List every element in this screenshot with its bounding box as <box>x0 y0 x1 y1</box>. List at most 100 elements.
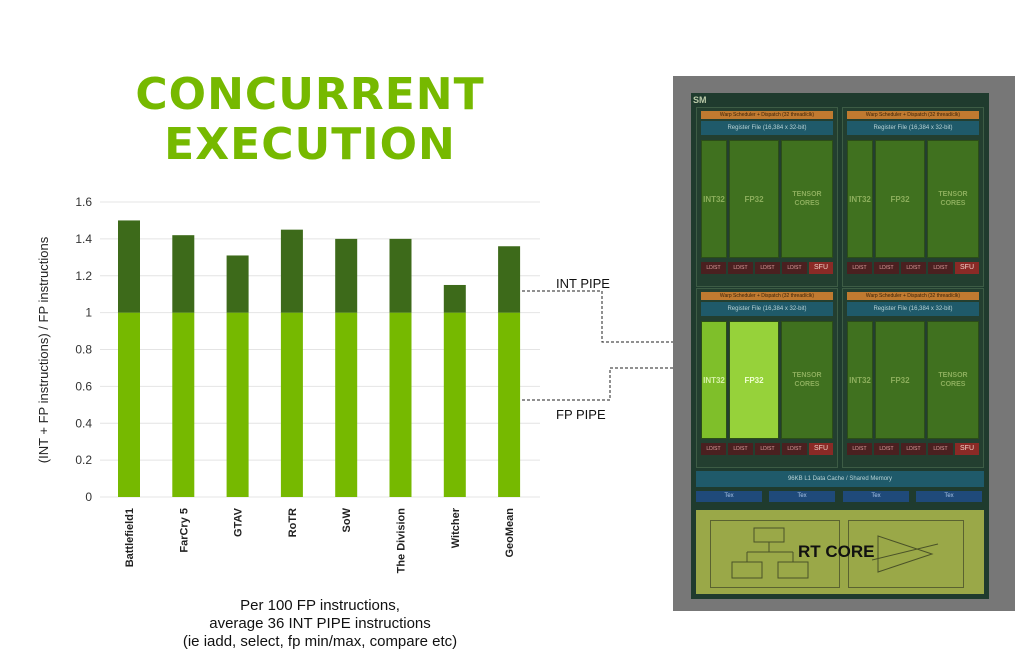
bar-int-3 <box>280 229 303 313</box>
ldst-unit: LD/ST <box>874 443 899 455</box>
ldst-unit: LD/ST <box>847 443 872 455</box>
ldst-unit: LD/ST <box>728 443 753 455</box>
sm-label: SM <box>693 95 707 105</box>
warp-scheduler: Warp Scheduler + Dispatch (32 thread/clk… <box>701 111 833 119</box>
bar-int-1 <box>172 235 195 313</box>
bar-int-2 <box>226 255 249 313</box>
x-tick-label: FarCry 5 <box>178 508 190 553</box>
bar-fp-3 <box>280 312 303 497</box>
ldst-unit: LD/ST <box>755 262 780 274</box>
bar-int-5 <box>389 238 412 313</box>
caption-line-3: (ie iadd, select, fp min/max, compare et… <box>182 633 458 650</box>
fp32-unit: FP32 <box>875 140 925 258</box>
rt-core-block <box>696 510 984 594</box>
caption-line-1: Per 100 FP instructions, <box>240 597 400 614</box>
bar-fp-0 <box>118 312 140 497</box>
x-tick-label: The Division <box>396 508 408 574</box>
processing-block-4: Warp Scheduler + Dispatch (32 thread/clk… <box>842 288 984 468</box>
y-tick-label: 0.4 <box>75 416 92 430</box>
fp-pipe-label: FP PIPE <box>556 407 606 422</box>
tex-unit-3: Tex <box>843 491 909 502</box>
bar-int-0 <box>118 220 140 313</box>
ldst-unit: LD/ST <box>901 443 926 455</box>
bar-fp-6 <box>443 312 466 497</box>
int32-unit: INT32 <box>847 321 873 439</box>
x-tick-label: GTAV <box>233 507 245 537</box>
warp-scheduler: Warp Scheduler + Dispatch (32 thread/clk… <box>847 292 979 300</box>
bvh-tree-icon <box>731 527 809 579</box>
bar-int-6 <box>443 284 466 313</box>
ldst-unit: LD/ST <box>782 443 807 455</box>
sfu-unit: SFU <box>955 443 979 455</box>
y-tick-labels: 00.20.40.60.811.21.41.6 <box>75 195 92 504</box>
rt-core-label: RT CORE <box>798 542 875 561</box>
tensor-cores-unit: TENSOR CORES <box>927 321 979 439</box>
ldst-unit: LD/ST <box>728 262 753 274</box>
register-file: Register File (16,384 x 32-bit) <box>847 121 979 135</box>
page-title: CONCURRENT EXECUTION <box>120 70 500 170</box>
caption-line-2: average 36 INT PIPE instructions <box>209 615 431 632</box>
bar-fp-7 <box>498 312 521 497</box>
x-tick-labels: Battlefield1 FarCry 5 GTAV RoTR SoW The Divis… <box>124 507 516 573</box>
tex-unit-1: Tex <box>696 491 762 502</box>
processing-block-2: Warp Scheduler + Dispatch (32 thread/clk… <box>842 107 984 287</box>
y-tick-label: 0.6 <box>75 379 92 393</box>
tensor-cores-unit: TENSOR CORES <box>781 321 833 439</box>
fp32-unit: FP32 <box>729 140 779 258</box>
chart-caption: Per 100 FP instructions, average 36 INT … <box>120 597 520 651</box>
x-tick-label: RoTR <box>287 508 299 537</box>
x-tick-label: SoW <box>341 507 353 532</box>
y-tick-label: 0 <box>85 490 92 504</box>
sfu-unit: SFU <box>955 262 979 274</box>
bar-int-4 <box>335 238 358 313</box>
rt-box-left <box>710 520 840 588</box>
bar-fp-4 <box>335 312 358 497</box>
sfu-unit: SFU <box>809 443 833 455</box>
sfu-unit: SFU <box>809 262 833 274</box>
ldst-unit: LD/ST <box>755 443 780 455</box>
ldst-unit: LD/ST <box>928 443 953 455</box>
ldst-unit: LD/ST <box>782 262 807 274</box>
x-tick-label: GeoMean <box>504 508 516 558</box>
tex-unit-2: Tex <box>769 491 835 502</box>
bars <box>118 220 521 497</box>
fp32-unit: FP32 <box>875 321 925 439</box>
processing-block-3: Warp Scheduler + Dispatch (32 thread/clk… <box>696 288 838 468</box>
tensor-cores-unit: TENSOR CORES <box>927 140 979 258</box>
ldst-unit: LD/ST <box>874 262 899 274</box>
bar-fp-5 <box>389 312 412 497</box>
y-axis-label: (INT + FP instructions) / FP instruction… <box>36 236 51 463</box>
bar-fp-1 <box>172 312 195 497</box>
y-tick-label: 0.8 <box>75 343 92 357</box>
int32-unit: INT32 <box>701 140 727 258</box>
ldst-unit: LD/ST <box>701 262 726 274</box>
rt-box-right <box>848 520 964 588</box>
y-tick-label: 1.2 <box>75 269 92 283</box>
gridlines <box>100 201 540 498</box>
l1-cache-block: 96KB L1 Data Cache / Shared Memory <box>696 471 984 487</box>
y-tick-label: 1.4 <box>75 232 92 246</box>
tensor-cores-unit: TENSOR CORES <box>781 140 833 258</box>
y-tick-label: 0.2 <box>75 453 92 467</box>
processing-block-1: Warp Scheduler + Dispatch (32 thread/clk… <box>696 107 838 287</box>
ray-triangle-icon <box>872 535 939 573</box>
x-tick-label: Witcher <box>450 507 462 548</box>
ldst-unit: LD/ST <box>701 443 726 455</box>
int-pipe-label: INT PIPE <box>556 276 610 291</box>
int-pipe-leader-line <box>522 290 708 343</box>
int32-unit: INT32 <box>847 140 873 258</box>
register-file: Register File (16,384 x 32-bit) <box>701 302 833 316</box>
ldst-unit: LD/ST <box>901 262 926 274</box>
fp32-unit: FP32 <box>729 321 779 439</box>
bar-fp-2 <box>226 312 249 497</box>
x-tick-label: Battlefield1 <box>124 508 136 567</box>
warp-scheduler: Warp Scheduler + Dispatch (32 thread/clk… <box>701 292 833 300</box>
register-file: Register File (16,384 x 32-bit) <box>847 302 979 316</box>
register-file: Register File (16,384 x 32-bit) <box>701 121 833 135</box>
title-line-2: EXECUTION <box>164 119 456 170</box>
bar-int-7 <box>498 246 521 313</box>
int32-unit: INT32 <box>701 321 727 439</box>
warp-scheduler: Warp Scheduler + Dispatch (32 thread/clk… <box>847 111 979 119</box>
